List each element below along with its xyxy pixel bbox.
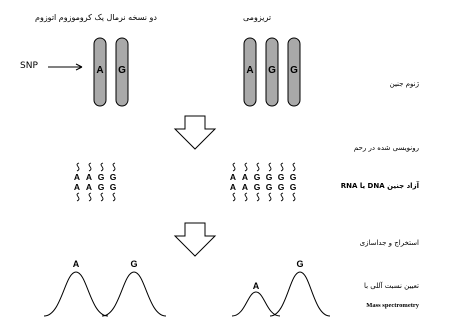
rna-strand-normal-1-allele-1: A — [74, 172, 80, 182]
rna-strand-trisomy-2-top-squiggle-icon — [244, 162, 248, 172]
rna-strand-normal-4-bottom-squiggle-icon — [112, 192, 116, 202]
rna-strand-normal-2-top-squiggle-icon — [88, 162, 92, 172]
rna-strand-trisomy-6-allele-1: G — [290, 172, 297, 182]
chromosome-normal-1 — [93, 37, 107, 107]
rna-strand-trisomy-5-allele-1: G — [278, 172, 285, 182]
chromosome-normal-1-allele: A — [96, 65, 103, 76]
chromosome-normal-2 — [115, 37, 129, 107]
chromosome-normal-2-allele: G — [118, 65, 126, 76]
rna-strand-trisomy-4-bottom-squiggle-icon — [268, 192, 272, 202]
down-arrow-icon — [173, 115, 217, 150]
rna-strand-trisomy-1-bottom-squiggle-icon — [232, 192, 236, 202]
rna-strand-normal-4-allele-1: G — [110, 172, 117, 182]
rna-strand-trisomy-6-top-squiggle-icon — [292, 162, 296, 172]
rna-strand-trisomy-1-allele-1: A — [230, 172, 236, 182]
rna-strand-trisomy-4-allele-1: G — [266, 172, 273, 182]
rna-strand-normal-2-allele-1: A — [86, 172, 92, 182]
peak-normal-g-label: G — [130, 259, 137, 269]
peak-trisomy-g — [269, 271, 331, 317]
rna-strand-trisomy-3-allele-2: G — [254, 182, 261, 192]
snp-label: SNP — [20, 61, 38, 71]
peak-trisomy-g-label: G — [296, 259, 303, 269]
rna-strand-trisomy-2-allele-2: A — [242, 182, 248, 192]
step-free-fetal-dna-rna-text: RNA یا DNA آزاد جنین — [340, 182, 419, 190]
rna-strand-trisomy-1-allele-2: A — [230, 182, 236, 192]
rna-strand-trisomy-2-allele-1: A — [242, 172, 248, 182]
rna-strand-trisomy-3-bottom-squiggle-icon — [256, 192, 260, 202]
rna-strand-normal-1-bottom-squiggle-icon — [76, 192, 80, 202]
rna-strand-normal-1-top-squiggle-icon — [76, 162, 80, 172]
peak-normal-g — [101, 271, 167, 317]
step-allele-ratio: تعیین نسبت آللی با — [363, 282, 419, 290]
step-transcribed-in-utero: رونویسی شده در رحم — [353, 144, 419, 152]
rna-strand-normal-3-allele-1: G — [98, 172, 105, 182]
rna-strand-trisomy-4-top-squiggle-icon — [268, 162, 272, 172]
chromosome-trisomy-2-allele: G — [268, 65, 276, 76]
step-free-fetal-dna-rna: RNA یا DNA آزاد جنین — [341, 183, 419, 190]
rna-strand-trisomy-1-top-squiggle-icon — [232, 162, 236, 172]
rna-strand-normal-3-bottom-squiggle-icon — [100, 192, 104, 202]
step-extraction: استخراج و جداسازی — [359, 239, 419, 247]
rna-strand-normal-2-bottom-squiggle-icon — [88, 192, 92, 202]
rna-strand-normal-3-top-squiggle-icon — [100, 162, 104, 172]
rna-strand-trisomy-6-allele-2: G — [290, 182, 297, 192]
peak-normal-a-label: A — [73, 259, 80, 269]
rna-strand-normal-4-top-squiggle-icon — [112, 162, 116, 172]
header-trisomy: تریزومی — [243, 13, 272, 22]
rna-strand-normal-4-allele-2: G — [110, 182, 117, 192]
rna-strand-trisomy-5-top-squiggle-icon — [280, 162, 284, 172]
chromosome-trisomy-1-allele: A — [246, 65, 253, 76]
rna-strand-trisomy-3-top-squiggle-icon — [256, 162, 260, 172]
rna-strand-trisomy-5-allele-2: G — [278, 182, 285, 192]
chromosome-trisomy-3-allele: G — [290, 65, 298, 76]
pointer-arrow-head-icon — [75, 63, 83, 71]
rna-strand-trisomy-4-allele-2: G — [266, 182, 273, 192]
rna-strand-normal-1-allele-2: A — [74, 182, 80, 192]
header-normal: دو نسخه نرمال یک کروموزوم اتوزوم — [35, 13, 157, 22]
rna-strand-normal-2-allele-2: A — [86, 182, 92, 192]
peak-trisomy-a — [231, 291, 281, 317]
chromosome-trisomy-3 — [287, 37, 301, 107]
mass-spectrometry-label: Mass spectrometry — [366, 302, 419, 309]
peak-normal-a — [43, 271, 109, 317]
chromosome-trisomy-2 — [265, 37, 279, 107]
rna-strand-trisomy-3-allele-1: G — [254, 172, 261, 182]
peak-trisomy-a-label: A — [253, 281, 260, 291]
down-arrow-icon — [173, 222, 217, 257]
rna-strand-trisomy-2-bottom-squiggle-icon — [244, 192, 248, 202]
rna-strand-normal-3-allele-2: G — [98, 182, 105, 192]
rna-strand-trisomy-5-bottom-squiggle-icon — [280, 192, 284, 202]
rna-strand-trisomy-6-bottom-squiggle-icon — [292, 192, 296, 202]
chromosome-trisomy-1 — [243, 37, 257, 107]
step-fetal-genome: ژنوم جنین — [389, 80, 419, 88]
